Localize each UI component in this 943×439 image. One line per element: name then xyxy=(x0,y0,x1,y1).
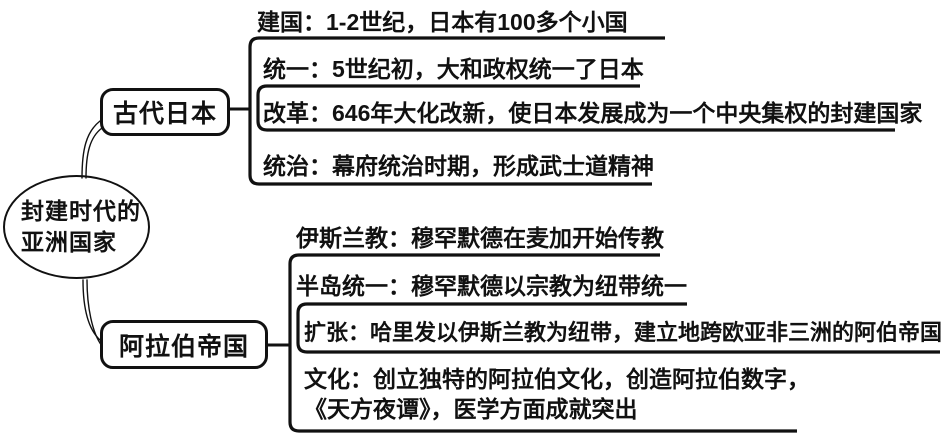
japan-item-unification: 统一：5世纪初，大和政权统一了日本 xyxy=(263,56,644,82)
branch-node-arab: 阿拉伯帝国 xyxy=(100,320,268,369)
japan-outer-bracket xyxy=(248,36,665,186)
arab-item-culture-line2: 《天方夜谭》，医学方面成就突出 xyxy=(304,396,638,422)
root-node: 封建时代的 亚洲国家 xyxy=(3,175,150,279)
root-node-label-line2: 亚洲国家 xyxy=(21,229,117,255)
japan-item-rule: 统治：幕府统治时期，形成武士道精神 xyxy=(263,153,654,179)
root-to-arab-curve-2 xyxy=(86,279,103,347)
root-to-japan-curve-2 xyxy=(85,127,103,179)
arab-inner-bracket xyxy=(296,302,940,354)
japan-item-founding: 建国：1-2世纪，日本有100多个小国 xyxy=(257,9,628,35)
arab-item-culture-line1: 文化：创立独特的阿拉伯文化，创造阿拉伯数字， xyxy=(304,366,810,392)
arab-item-islam: 伊斯兰教：穆罕默德在麦加开始传教 xyxy=(296,225,664,251)
root-to-japan-curve xyxy=(81,120,101,179)
root-node-label-line1: 封建时代的 xyxy=(21,198,141,224)
arab-item-peninsula: 半岛统一：穆罕默德以宗教为纽带统一 xyxy=(296,273,687,299)
japan-item-reform: 改革：646年大化改新，使日本发展成为一个中央集权的封建国家 xyxy=(263,100,923,126)
japan-inner-bracket xyxy=(256,84,895,132)
arab-item-culture: 文化：创立独特的阿拉伯文化，创造阿拉伯数字， 《天方夜谭》，医学方面成就突出 xyxy=(304,364,810,424)
root-to-arab-curve xyxy=(82,279,101,341)
branch-node-japan: 古代日本 xyxy=(100,88,230,136)
arab-item-expansion: 扩张：哈里发以伊斯兰教为纽带，建立地跨欧亚非三洲的阿伯帝国 xyxy=(304,320,943,345)
arab-outer-bracket xyxy=(288,253,797,433)
